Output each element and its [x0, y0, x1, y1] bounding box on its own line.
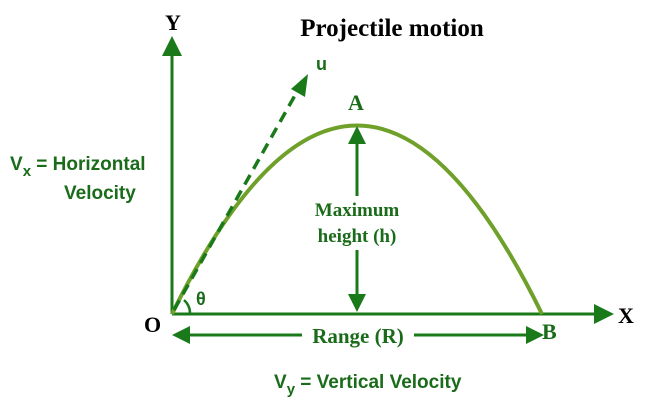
- max-height-arrowhead-top: [348, 126, 366, 144]
- landing-point-label: B: [542, 319, 557, 344]
- horizontal-velocity-label-line2: Velocity: [64, 183, 136, 204]
- vy-rest: = Vertical Velocity: [295, 372, 462, 393]
- initial-velocity-vector: [172, 89, 300, 311]
- range-label-bg: [302, 322, 414, 348]
- range-label: Range (R): [312, 324, 404, 348]
- vertical-velocity-label: Vy = Vertical Velocity: [274, 372, 462, 398]
- origin-label: O: [144, 312, 161, 337]
- peak-point-label: A: [348, 90, 364, 115]
- y-axis-label: Y: [165, 10, 181, 35]
- x-axis-label: X: [618, 303, 634, 328]
- angle-arc: [183, 299, 192, 315]
- y-axis-arrowhead: [162, 36, 182, 56]
- max-height-label-bg: [300, 196, 414, 250]
- vx-subscript: x: [23, 163, 32, 180]
- horizontal-velocity-label: Vx = Horizontal: [10, 154, 146, 180]
- vy-symbol: V: [274, 372, 287, 393]
- max-height-label-line1: Maximum: [315, 200, 400, 221]
- range-arrowhead-right: [526, 326, 544, 344]
- diagram-title: Projectile motion: [300, 15, 484, 42]
- angle-label: θ: [196, 289, 206, 309]
- initial-velocity-label: u: [316, 54, 327, 74]
- initial-velocity-arrowhead: [291, 74, 308, 97]
- x-axis-arrowhead: [594, 304, 614, 324]
- vx-rest: = Horizontal: [31, 154, 146, 175]
- vy-subscript: y: [287, 381, 296, 398]
- max-height-arrowhead-bottom: [348, 294, 366, 312]
- vx-symbol: V: [10, 154, 23, 175]
- range-arrowhead-left: [172, 326, 190, 344]
- trajectory-curve: [170, 123, 544, 315]
- max-height-label-line2: height (h): [318, 226, 397, 247]
